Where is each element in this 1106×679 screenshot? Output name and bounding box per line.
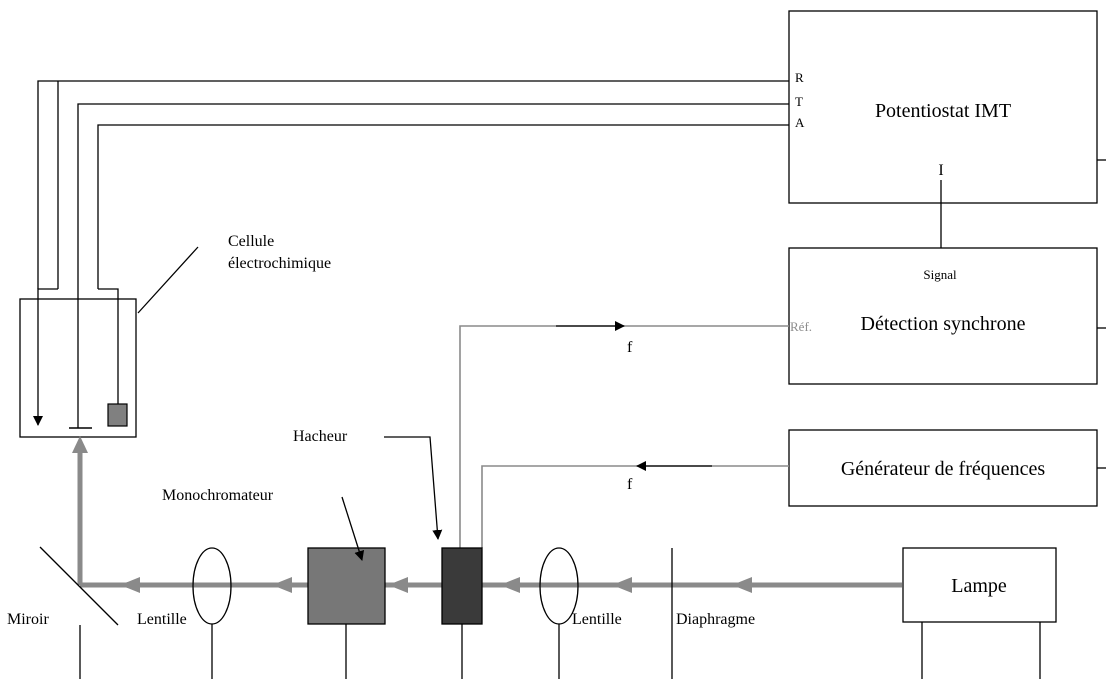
chopper-pointer	[384, 436, 443, 540]
counter-electrode-lead	[98, 288, 119, 404]
lens-right-label: Lentille	[572, 611, 622, 628]
monochromator-label: Monochromateur	[162, 487, 274, 504]
electrochemical-cell	[19, 288, 137, 438]
working-electrode-wire	[77, 103, 789, 428]
chopper-label: Hacheur	[293, 428, 348, 445]
cell-label-line1: Cellule	[228, 233, 274, 250]
monochromator	[307, 547, 386, 679]
frequency-label-bottom: f	[627, 476, 633, 493]
monochromator-pointer	[341, 496, 365, 561]
potentiostat-box: Potentiostat IMT R T A I	[788, 10, 1106, 204]
light-beam	[72, 436, 902, 593]
lamp-label: Lampe	[951, 575, 1007, 597]
lamp: Lampe	[902, 547, 1057, 679]
diaphragm: Diaphragme	[671, 548, 755, 679]
frequency-generator-box: Générateur de fréquences	[788, 429, 1106, 507]
lock-in-detector-box: Signal Détection synchrone Réf.	[788, 247, 1106, 385]
terminal-r-label: R	[795, 70, 804, 85]
chopper-reference-wire	[459, 325, 789, 548]
chopper	[441, 547, 483, 679]
cell-pointer-line	[137, 246, 199, 314]
lens-left-label: Lentille	[137, 611, 187, 628]
diaphragm-label: Diaphragme	[676, 611, 755, 628]
terminal-t-label: T	[795, 94, 803, 109]
cell-label-line2: électrochimique	[228, 255, 331, 272]
frequency-label-top: f	[627, 339, 633, 356]
output-i-label: I	[938, 162, 943, 179]
reference-electrode	[33, 288, 58, 426]
reference-input-label: Réf.	[790, 319, 812, 334]
electrode-wires	[37, 80, 789, 428]
reference-electrode-wire	[37, 80, 789, 289]
terminal-a-label: A	[795, 115, 805, 130]
mirror: Miroir	[7, 546, 119, 679]
detection-title: Détection synchrone	[861, 313, 1026, 335]
lens-right: Lentille	[539, 547, 622, 679]
potentiostat-title: Potentiostat IMT	[875, 100, 1011, 122]
generator-title: Générateur de fréquences	[841, 458, 1046, 480]
counter-electrode-wire	[97, 124, 789, 289]
signal-input-label: Signal	[923, 267, 957, 282]
mirror-label: Miroir	[7, 611, 49, 628]
counter-electrode-plate	[107, 403, 128, 427]
lens-left: Lentille	[137, 547, 232, 679]
generator-chopper-wire	[481, 465, 789, 548]
